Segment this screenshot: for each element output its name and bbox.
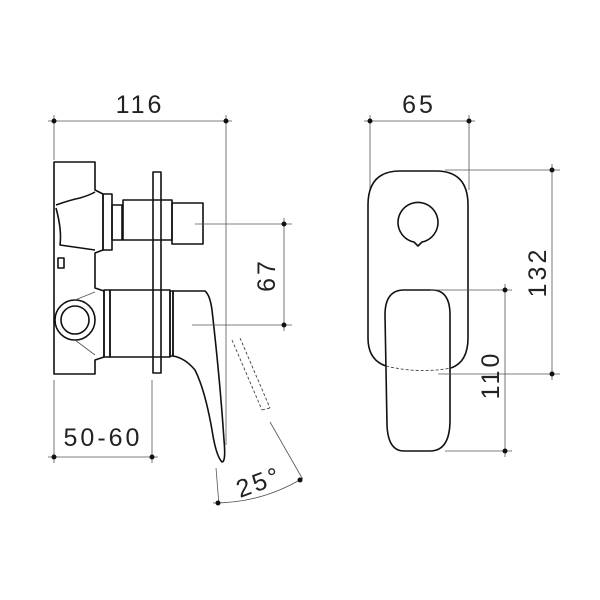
lever-handle <box>172 290 226 463</box>
mixer-cartridge <box>103 289 174 358</box>
front-view: 65 132 110 <box>364 91 560 457</box>
diverter-spindle <box>122 199 204 245</box>
dimension-label: 116 <box>116 91 165 119</box>
lever-rotated-outline <box>231 337 271 411</box>
valve-body <box>53 161 123 375</box>
dimension-25-degrees: 25° <box>212 421 304 506</box>
diverter-knob <box>397 201 439 247</box>
dimension-116: 116 <box>48 91 232 445</box>
dimension-label: 50-60 <box>64 424 143 452</box>
side-view: 116 67 <box>48 91 304 506</box>
dimension-label: 25° <box>232 461 286 503</box>
dimension-67: 67 <box>192 218 292 331</box>
dimension-label: 65 <box>402 91 436 119</box>
dimension-label: 67 <box>253 258 281 292</box>
dimension-132: 132 <box>438 164 560 380</box>
dimension-50-60: 50-60 <box>48 380 158 463</box>
lever-front <box>384 289 451 452</box>
dimension-110: 110 <box>430 284 512 457</box>
dimension-label: 110 <box>477 351 505 400</box>
dimension-label: 132 <box>524 247 552 298</box>
cover-plate-front <box>367 170 469 369</box>
cover-plate-side <box>152 171 162 374</box>
dimension-65: 65 <box>364 91 475 190</box>
